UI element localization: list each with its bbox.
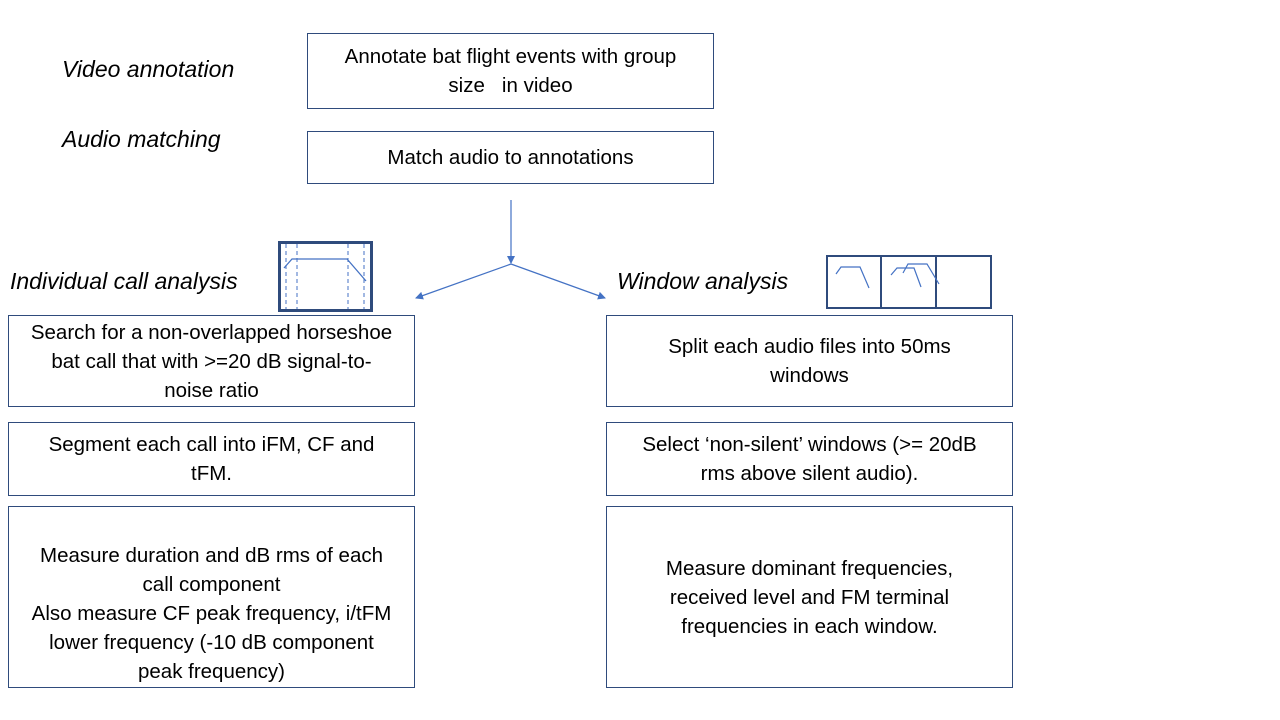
annotate-line-2: size in video bbox=[448, 74, 573, 97]
measure-window-box: Measure dominant frequencies, received l… bbox=[606, 506, 1013, 688]
select-box: Select ‘non-silent’ windows (>= 20dB rms… bbox=[606, 422, 1013, 496]
search-box: Search for a non-overlapped horseshoe ba… bbox=[8, 315, 415, 407]
search-line-2: bat call that with >=20 dB signal-to- bbox=[51, 349, 372, 373]
annotate-box: Annotate bat flight events with group si… bbox=[307, 33, 714, 109]
split-line-1: Split each audio files into 50ms bbox=[668, 335, 951, 358]
label-individual-call-analysis: Individual call analysis bbox=[10, 268, 238, 294]
measure-window-line-2: received level and FM terminal bbox=[669, 585, 950, 609]
measure-call-line-4: lower frequency (-10 dB component bbox=[49, 631, 374, 654]
label-window-analysis: Window analysis bbox=[617, 268, 789, 294]
segment-line-2: tFM. bbox=[191, 462, 232, 485]
measure-window-line-3: frequencies in each window. bbox=[681, 614, 938, 638]
split-box: Split each audio files into 50ms windows bbox=[606, 315, 1013, 407]
measure-call-line-1: Measure duration and dB rms of each bbox=[40, 544, 383, 567]
window-spectrogram-icon bbox=[826, 255, 992, 309]
segment-box: Segment each call into iFM, CF and tFM. bbox=[8, 422, 415, 496]
label-audio-matching: Audio matching bbox=[62, 126, 221, 152]
split-line-2: windows bbox=[770, 364, 849, 387]
measure-call-line-3: Also measure CF peak frequency, i/tFM bbox=[31, 602, 392, 625]
measure-call-line-2: call component bbox=[142, 573, 281, 596]
search-line-3: noise ratio bbox=[164, 378, 259, 402]
call-spectrogram-icon bbox=[278, 241, 373, 312]
match-line-1: Match audio to annotations bbox=[387, 146, 634, 169]
arrow-left bbox=[415, 263, 512, 300]
match-box: Match audio to annotations bbox=[307, 131, 714, 184]
arrow-right bbox=[510, 263, 606, 300]
annotate-line-1: Annotate bat flight events with group bbox=[344, 45, 677, 68]
segment-line-1: Segment each call into iFM, CF and bbox=[48, 433, 375, 456]
search-line-1: Search for a non-overlapped horseshoe bbox=[30, 320, 393, 344]
measure-call-box: Measure duration and dB rms of each call… bbox=[8, 506, 415, 688]
label-video-annotation: Video annotation bbox=[62, 56, 235, 82]
select-line-2: rms above silent audio). bbox=[700, 462, 919, 485]
select-line-1: Select ‘non-silent’ windows (>= 20dB bbox=[642, 433, 977, 456]
measure-call-line-5: peak frequency) bbox=[137, 660, 285, 683]
measure-window-line-1: Measure dominant frequencies, bbox=[665, 556, 954, 580]
